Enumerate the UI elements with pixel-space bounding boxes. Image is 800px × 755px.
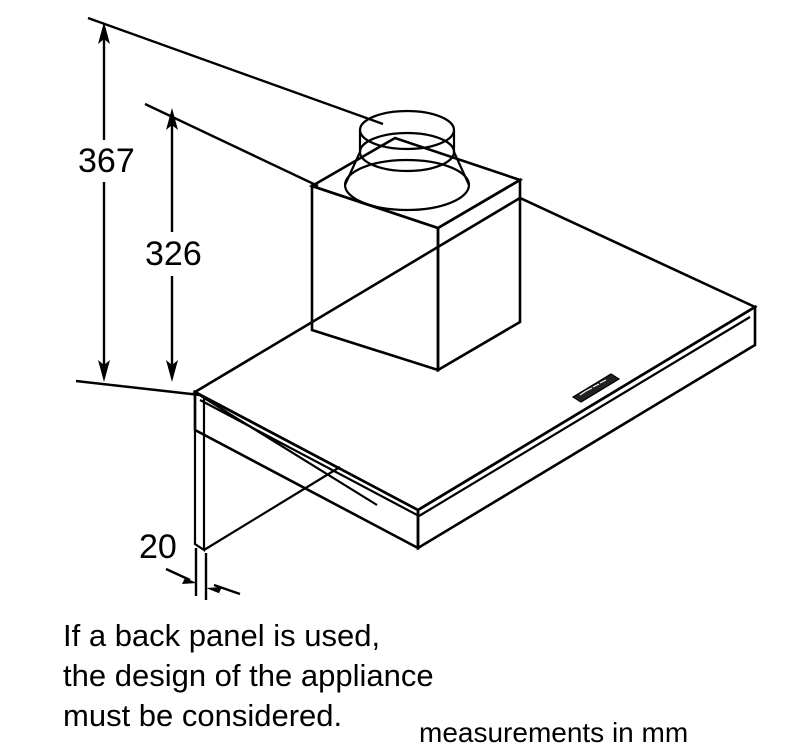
duct-flare-base-ellipse — [343, 158, 471, 212]
ext-line-367-top — [87, 16, 384, 126]
back-panel-diagonal-brace — [203, 397, 378, 506]
rear-mounting-panel — [193, 389, 378, 553]
dimension-367: 367 — [75, 16, 384, 397]
back-panel-face — [193, 389, 206, 553]
arrowhead-367-down — [98, 360, 110, 382]
ext-line-367-bottom — [75, 379, 201, 397]
dimension-label-367: 367 — [78, 142, 135, 180]
duct-flare-left-side — [343, 151, 362, 186]
dim-leader-20-left — [165, 567, 191, 582]
dimension-label-20: 20 — [139, 528, 177, 566]
dim-leader-20-right — [213, 583, 241, 596]
dimension-20: 20 — [139, 528, 241, 600]
canopy-crease-right — [418, 316, 751, 517]
chimney-left-face — [310, 184, 440, 372]
control-slider-body[interactable] — [571, 373, 621, 403]
duct-top-rim-ellipse — [358, 109, 456, 151]
control-tick-4 — [599, 379, 607, 384]
dimension-326: 326 — [144, 102, 319, 382]
back-panel-note: If a back panel is used, the design of t… — [63, 618, 434, 733]
arrowhead-20-left — [178, 575, 197, 584]
control-tick-3 — [592, 383, 600, 388]
control-slider[interactable] — [571, 373, 621, 403]
duct-flare-right-side — [452, 151, 471, 186]
arrowhead-367-up — [98, 22, 110, 44]
arrowhead-326-down — [166, 360, 178, 382]
chimney-right-face — [436, 177, 522, 373]
arrowhead-326-up — [166, 108, 178, 130]
control-tick-2 — [585, 387, 593, 392]
note-line-2: the design of the appliance — [63, 658, 434, 693]
appliance-hood-illustration — [192, 109, 758, 553]
canopy-crease-left — [199, 399, 420, 517]
back-panel-lower-edge — [203, 466, 341, 551]
arrowhead-20-right — [206, 587, 226, 596]
round-duct-collar — [343, 109, 471, 212]
hood-canopy — [192, 196, 758, 551]
units-note: measurements in mm — [419, 717, 688, 748]
chimney-top-face — [308, 136, 524, 230]
canopy-top-face — [192, 196, 758, 512]
control-tick-1 — [579, 390, 587, 396]
note-line-1: If a back panel is used, — [63, 618, 380, 653]
note-line-3: must be considered. — [63, 698, 342, 733]
canopy-front-right-face — [416, 304, 757, 551]
dimension-label-326: 326 — [145, 235, 202, 273]
chimney-box — [308, 136, 524, 373]
